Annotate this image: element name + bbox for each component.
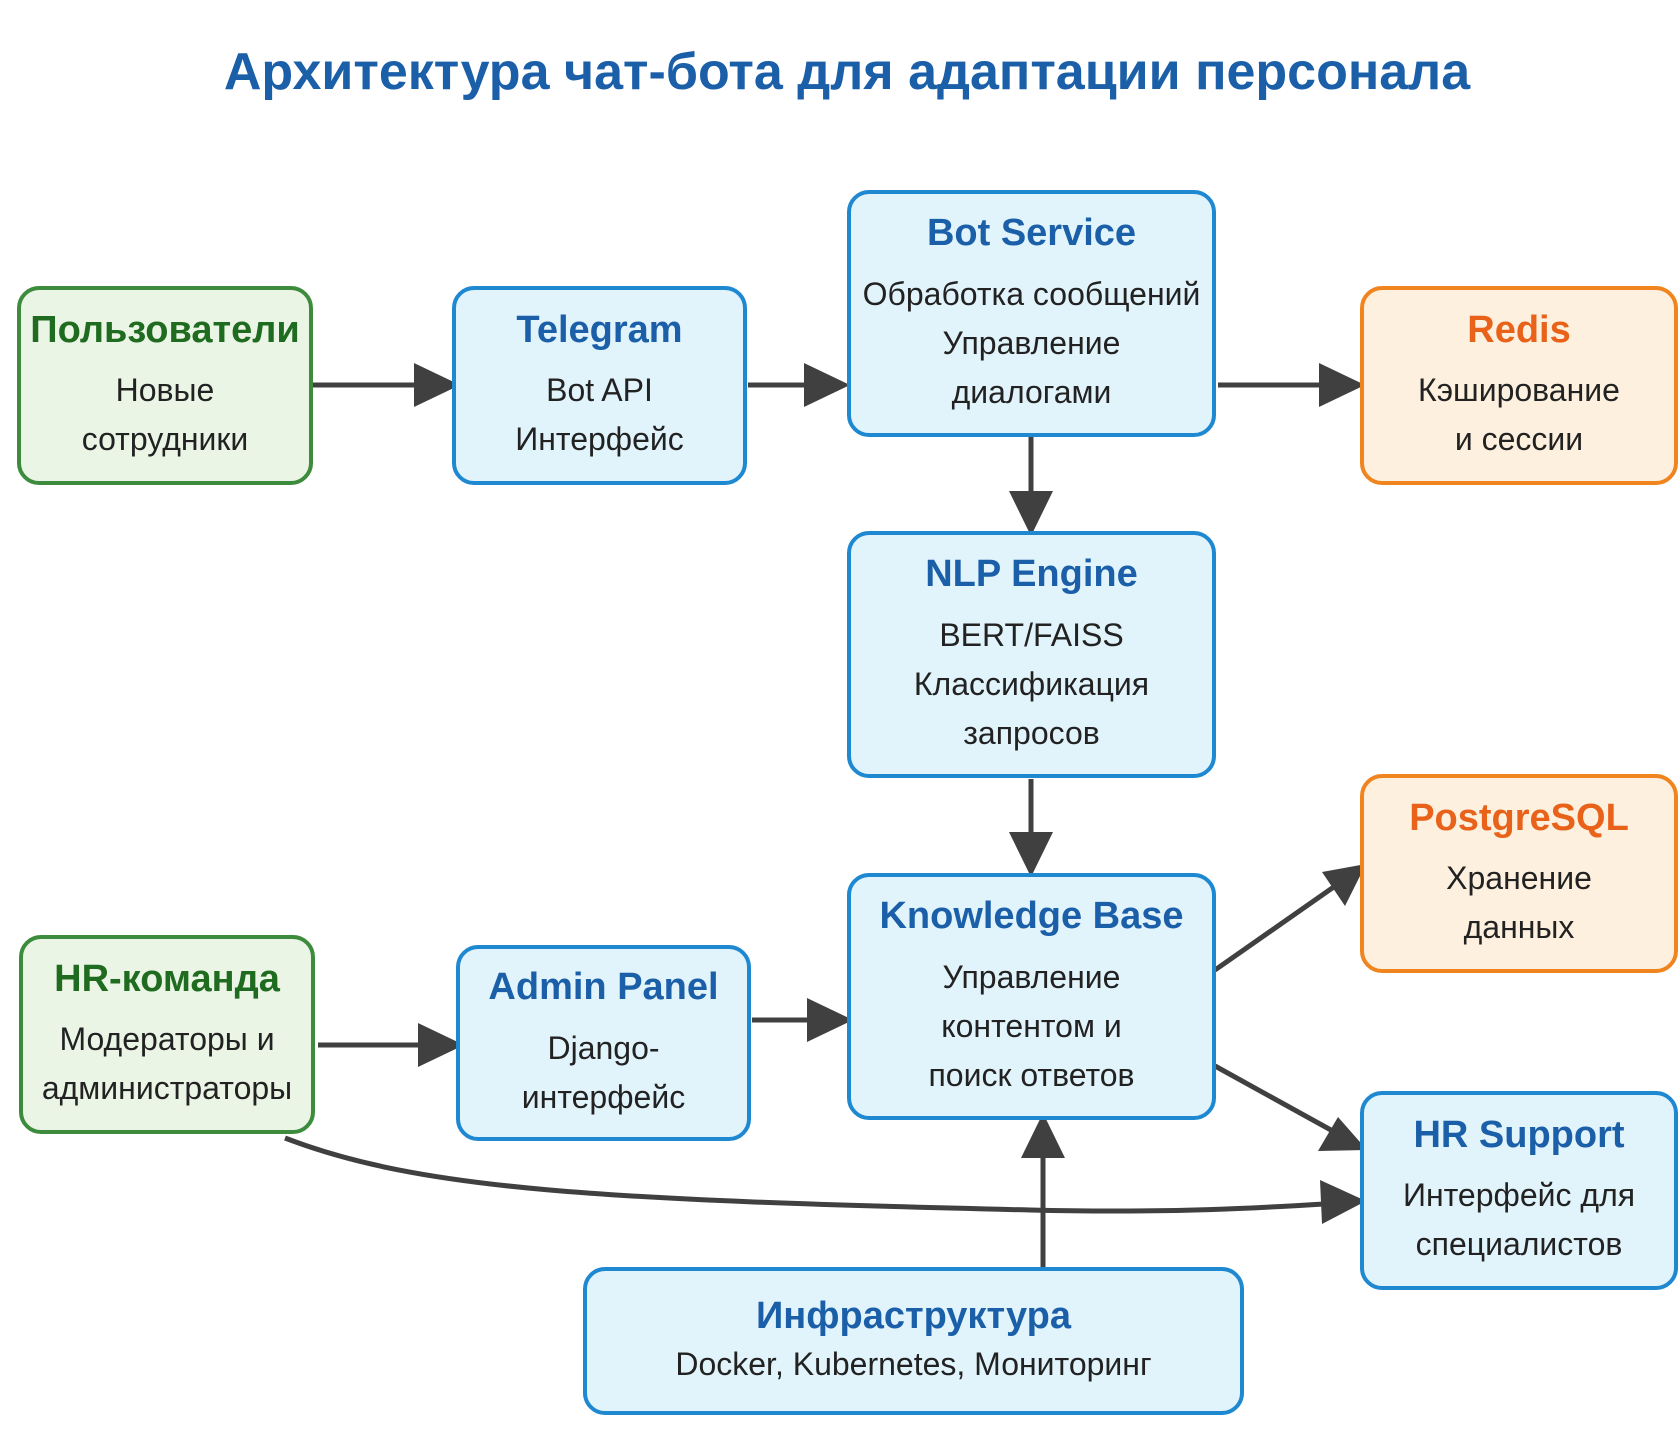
arrowhead-hrteam-admin bbox=[418, 1023, 464, 1067]
arrowhead-nlp-kb bbox=[1009, 832, 1053, 877]
diagram-title: Архитектура чат-бота для адаптации персо… bbox=[223, 43, 1471, 101]
node-nlp-engine-line: BERT/FAISS bbox=[939, 616, 1124, 653]
arrowhead-admin-kb bbox=[807, 998, 853, 1042]
arrowhead-infra-kb bbox=[1021, 1113, 1065, 1158]
node-bot-service-title: Bot Service bbox=[926, 212, 1137, 255]
arrowhead-hrteam-hrsupport bbox=[1320, 1180, 1366, 1224]
node-telegram: Telegram Bot API Интерфейс bbox=[452, 286, 747, 485]
node-bot-service-line: Обработка сообщений bbox=[862, 275, 1201, 312]
node-infrastructure-title: Инфраструктура bbox=[755, 1294, 1071, 1337]
node-nlp-engine: NLP Engine BERT/FAISS Классификация запр… bbox=[847, 531, 1216, 778]
node-hr-support: HR Support Интерфейс для специалистов bbox=[1360, 1091, 1678, 1290]
node-knowledge-base-title: Knowledge Base bbox=[879, 895, 1184, 938]
arrowhead-bot-nlp bbox=[1009, 491, 1053, 536]
node-admin-panel: Admin Panel Django- интерфейс bbox=[456, 945, 751, 1141]
node-admin-panel-line: Django- bbox=[547, 1029, 660, 1066]
node-telegram-line: Интерфейс bbox=[515, 421, 684, 458]
node-nlp-engine-line: Классификация bbox=[913, 665, 1150, 702]
node-hr-team-line: Модераторы и bbox=[59, 1021, 275, 1058]
node-nlp-engine-line: запросов bbox=[963, 714, 1100, 751]
node-knowledge-base-line: контентом и bbox=[941, 1007, 1122, 1044]
node-redis-title: Redis bbox=[1467, 308, 1571, 351]
node-postgresql-title: PostgreSQL bbox=[1409, 796, 1629, 839]
node-hr-team: HR-команда Модераторы и администраторы bbox=[19, 935, 315, 1134]
node-postgresql-line: Хранение bbox=[1446, 860, 1592, 897]
node-redis-line: и сессии bbox=[1454, 421, 1584, 458]
node-hr-support-line: Интерфейс для bbox=[1402, 1177, 1636, 1214]
node-infrastructure: Инфраструктура Docker, Kubernetes, Монит… bbox=[583, 1267, 1244, 1415]
node-admin-panel-title: Admin Panel bbox=[488, 966, 719, 1009]
edge-hrteam-hrsupport bbox=[284, 1135, 1358, 1214]
node-redis: Redis Кэширование и сессии bbox=[1360, 286, 1678, 485]
node-bot-service-line: Управление bbox=[942, 324, 1121, 361]
arrowhead-users-telegram bbox=[414, 363, 460, 407]
node-bot-service: Bot Service Обработка сообщений Управлен… bbox=[847, 190, 1216, 437]
node-bot-service-line: диалогами bbox=[951, 373, 1112, 410]
node-postgresql: PostgreSQL Хранение данных bbox=[1360, 774, 1678, 973]
node-redis-line: Кэширование bbox=[1418, 372, 1620, 409]
arrowhead-kb-postgres bbox=[1322, 864, 1366, 906]
arrowhead-kb-hrsupport bbox=[1318, 1117, 1367, 1151]
node-users-title: Пользователи bbox=[30, 308, 300, 351]
node-knowledge-base: Knowledge Base Управление контентом и по… bbox=[847, 873, 1216, 1120]
node-users: Пользователи Новые сотрудники bbox=[17, 286, 313, 485]
arrowhead-telegram-bot bbox=[804, 363, 850, 407]
node-nlp-engine-title: NLP Engine bbox=[925, 553, 1138, 596]
node-telegram-title: Telegram bbox=[516, 308, 683, 351]
node-hr-support-title: HR Support bbox=[1413, 1113, 1625, 1156]
node-infrastructure-line: Docker, Kubernetes, Мониторинг bbox=[675, 1346, 1152, 1383]
node-users-line: сотрудники bbox=[81, 421, 249, 458]
node-knowledge-base-line: поиск ответов bbox=[928, 1056, 1135, 1093]
node-telegram-line: Bot API bbox=[546, 372, 653, 409]
node-hr-team-title: HR-команда bbox=[54, 957, 280, 1000]
arrowhead-bot-redis bbox=[1319, 363, 1365, 407]
node-users-line: Новые bbox=[115, 372, 215, 409]
node-hr-support-line: специалистов bbox=[1415, 1226, 1623, 1263]
node-hr-team-line: администраторы bbox=[41, 1070, 293, 1107]
node-knowledge-base-line: Управление bbox=[942, 958, 1121, 995]
node-postgresql-line: данных bbox=[1463, 909, 1575, 946]
node-admin-panel-line: интерфейс bbox=[521, 1078, 686, 1115]
